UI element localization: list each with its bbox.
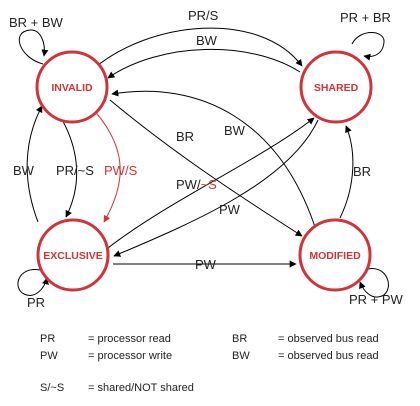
label-exclusive-to-shared: BR (176, 129, 194, 144)
legend-br-desc: = observed bus read (278, 333, 379, 345)
label-shared-to-modified: PW (219, 202, 241, 217)
label-shared-to-invalid: BW (196, 33, 218, 48)
label-invalid-to-modified: PW/~S (176, 177, 217, 192)
legend-pr-desc: = processor read (88, 333, 171, 345)
state-modified-label: MODIFIED (309, 250, 361, 262)
exclusive-self-loop (17, 269, 49, 296)
label-modified-to-invalid: BW (224, 123, 246, 138)
shared-self-loop (351, 32, 385, 61)
edge-exclusive-to-invalid (26, 105, 43, 223)
edge-modified-to-shared (339, 125, 354, 219)
edge-invalid-to-modified (109, 99, 303, 237)
state-shared-label: SHARED (314, 82, 359, 94)
edge-modified-to-invalid (111, 89, 317, 231)
edge-invalid-to-exclusive-read (59, 115, 78, 218)
label-invalid-self: BR + BW (9, 15, 64, 30)
legend-pw-desc: = processor write (88, 350, 173, 362)
state-invalid: INVALID (35, 50, 109, 124)
label-shared-self: PR + BR (340, 10, 391, 25)
state-exclusive-label: EXCLUSIVE (43, 250, 103, 262)
label-invalid-to-exclusive-write: PW/S (104, 163, 138, 178)
label-modified-self: PR + PW (349, 292, 404, 307)
state-modified: MODIFIED (298, 218, 372, 292)
label-exclusive-to-modified: PW (195, 257, 217, 272)
edge-invalid-to-exclusive-write (91, 107, 121, 223)
legend-bw-desc: = observed bus read (278, 350, 379, 362)
invalid-self-loop (18, 29, 49, 65)
label-exclusive-self: PR (27, 295, 45, 310)
state-shared: SHARED (299, 50, 373, 124)
label-invalid-to-exclusive-read: PR/~S (56, 163, 94, 178)
legend-br-key: BR (232, 333, 248, 345)
label-exclusive-to-invalid: BW (13, 163, 35, 178)
state-invalid-label: INVALID (51, 82, 93, 94)
edge-shared-to-modified (113, 119, 319, 257)
legend-pr-key: PR (40, 333, 56, 345)
edge-invalid-to-shared (91, 27, 303, 71)
edge-exclusive-to-shared (107, 117, 315, 249)
legend-bw-key: BW (232, 350, 250, 362)
legend-s-desc: = shared/NOT shared (88, 382, 194, 394)
label-invalid-to-shared: PR/S (188, 8, 219, 23)
state-exclusive: EXCLUSIVE (36, 218, 110, 292)
label-modified-to-shared: BR (353, 164, 371, 179)
legend-s-key: S/~S (40, 382, 65, 394)
edge-shared-to-invalid (107, 48, 301, 79)
modified-self-loop (359, 268, 389, 298)
legend-pw-key: PW (40, 350, 58, 362)
